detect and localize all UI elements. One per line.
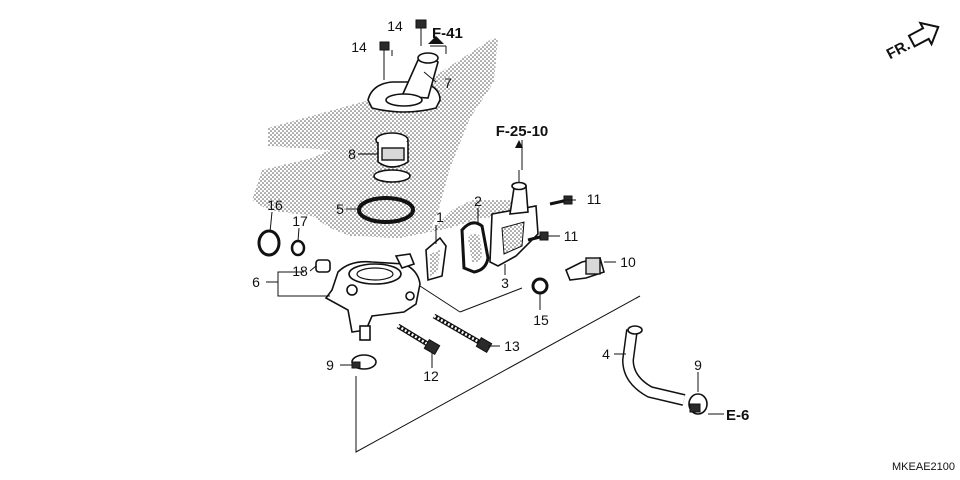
diagram-code: MKEAE2100 (892, 461, 955, 473)
part-label: 3 (501, 275, 509, 291)
part-label: 17 (292, 213, 308, 229)
part-label: 11 (587, 191, 602, 207)
thermostat-housing (324, 253, 421, 341)
part-label: 4 (602, 346, 610, 362)
bolt-14-top (415, 19, 427, 46)
reference-e6: E-6 (726, 407, 749, 424)
part-label: 11 (564, 228, 579, 244)
part-label: 10 (620, 254, 636, 270)
pipe-joint-3 (489, 181, 539, 267)
part-label: 16 (267, 197, 283, 213)
leader-lines (266, 36, 724, 453)
temp-sensor-10 (564, 257, 605, 281)
water-hose-4 (621, 325, 686, 406)
part-label: 1 (436, 209, 444, 225)
part-label: 2 (474, 193, 482, 209)
part-label: 14 (351, 39, 367, 55)
part-label: 9 (326, 357, 334, 373)
collar-18 (315, 259, 331, 273)
thermostat (373, 132, 411, 183)
part-label: 7 (444, 75, 452, 91)
washer-15 (531, 277, 549, 295)
part-label: 8 (348, 146, 356, 162)
bolt-13 (432, 313, 493, 354)
part-label: 6 (252, 274, 260, 290)
part-label: 9 (694, 357, 702, 373)
o-ring-5 (357, 196, 415, 224)
part-label: 14 (387, 18, 403, 34)
reference-f41: F-41 (432, 25, 463, 42)
part-label: 13 (504, 338, 520, 354)
hose-clamp-9-left (351, 354, 377, 370)
bolt-14-left (379, 41, 390, 80)
part-label: 12 (423, 368, 439, 384)
thermostat-cover (367, 52, 441, 113)
o-ring-16 (257, 229, 281, 257)
hose-clamp-9-right (688, 393, 708, 415)
gasket-1 (425, 236, 447, 282)
part-labels: 1 2 3 4 5 6 7 8 9 9 10 11 11 12 13 14 14… (252, 18, 702, 384)
front-direction: FR. (884, 21, 940, 63)
part-label: 5 (336, 201, 344, 217)
arrow-up-right-icon (907, 21, 940, 48)
gasket-2 (460, 221, 490, 274)
o-ring-17 (290, 239, 306, 257)
frame-shading (252, 38, 520, 238)
reference-f2510: F-25-10 (496, 123, 549, 140)
part-label: 18 (292, 263, 308, 279)
bolt-12 (396, 323, 441, 356)
front-label: FR. (884, 37, 913, 63)
part-label: 15 (533, 312, 549, 328)
